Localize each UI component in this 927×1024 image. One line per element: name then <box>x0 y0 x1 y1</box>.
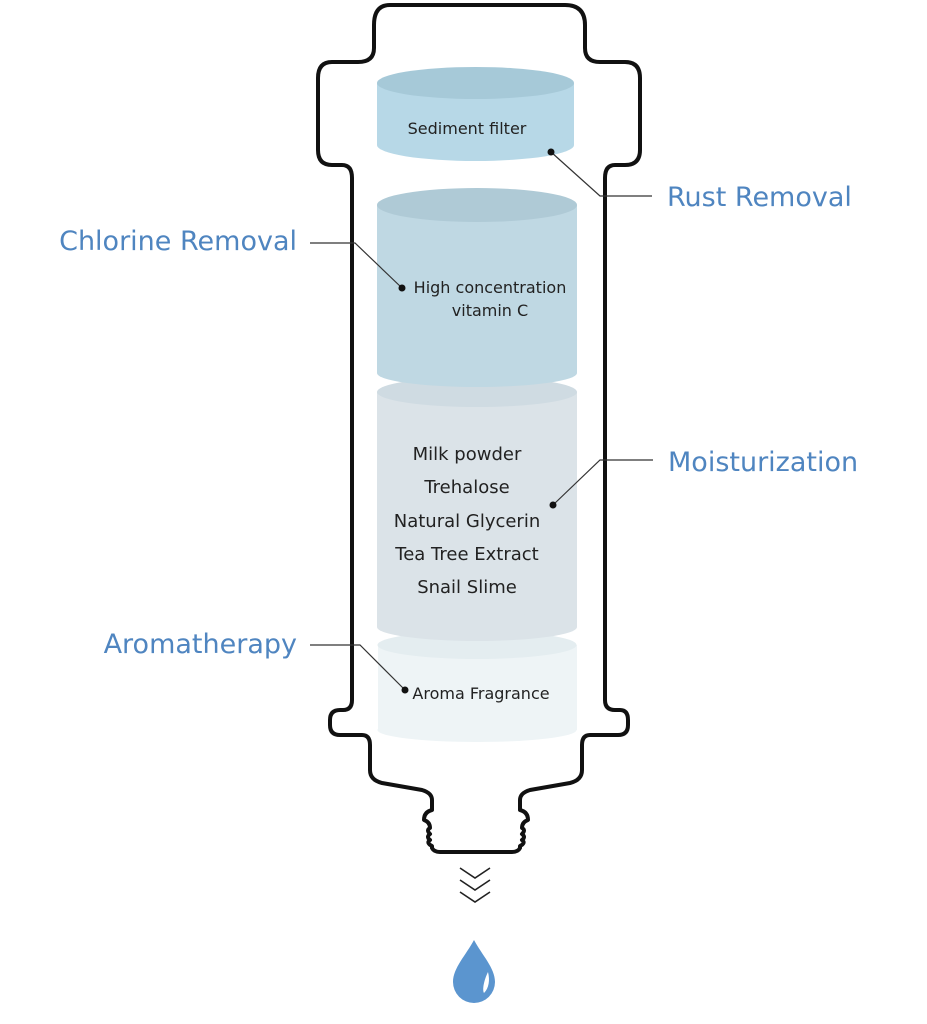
leader-aromatherapy <box>310 644 409 694</box>
moisture-inner-text-3: Natural Glycerin <box>394 511 541 532</box>
moisture-inner-text-1: Milk powder <box>413 444 522 465</box>
layer-sediment <box>377 67 574 161</box>
leader-chlorine-removal <box>310 242 406 292</box>
moisture-inner-text-4: Tea Tree Extract <box>394 544 538 565</box>
aroma-inner-text: Aroma Fragrance <box>412 684 549 703</box>
moisture-inner-text-5: Snail Slime <box>417 577 517 598</box>
label-chlorine-removal: Chlorine Removal <box>59 226 297 257</box>
water-drop-icon <box>453 940 495 1003</box>
moisture-inner-text-2: Trehalose <box>423 477 509 498</box>
label-rust-removal: Rust Removal <box>667 182 852 213</box>
leader-rust-removal <box>547 148 652 197</box>
sediment-inner-text: Sediment filter <box>408 119 527 138</box>
chevrons-down-icon <box>459 867 491 903</box>
filter-housing-outline <box>316 3 642 854</box>
label-moisturization: Moisturization <box>668 447 858 478</box>
layer-moisture <box>377 377 577 641</box>
layer-vitamin-c <box>377 188 577 387</box>
leader-moisturization <box>549 459 653 509</box>
vitamin-c-inner-text-1: High concentration <box>414 278 567 297</box>
label-aromatherapy: Aromatherapy <box>104 629 297 660</box>
vitamin-c-inner-text-2: vitamin C <box>452 301 528 320</box>
